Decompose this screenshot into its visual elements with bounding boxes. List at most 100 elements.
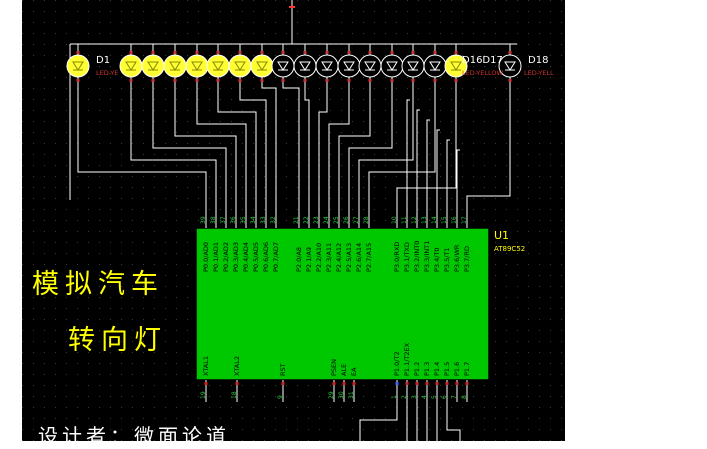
led-pin-marker-bottom — [151, 79, 155, 82]
chip-top-pin-number: 34 — [250, 216, 257, 224]
led-d13 — [358, 51, 382, 82]
led-d11 — [315, 51, 339, 82]
led-body — [423, 54, 447, 78]
led-body — [315, 54, 339, 78]
led-pin-marker-bottom — [368, 79, 372, 82]
chip-bottom-pin-label: P1.5 — [443, 362, 451, 376]
diode-triangle — [234, 61, 246, 71]
diode-triangle — [407, 61, 419, 71]
p3-fan-wire — [456, 149, 460, 206]
led-part-label-d1: LED-YE — [96, 69, 118, 77]
bus-junction — [289, 6, 295, 8]
chip-top-pin-label: P2.2/A10 — [315, 243, 323, 272]
chip-top-pin-label: P3.1/TXD — [403, 242, 411, 272]
led-to-chip-wire — [130, 76, 217, 206]
chip-top-pin-label: P3.3/INT1 — [423, 241, 431, 272]
diode-triangle — [364, 61, 376, 71]
led-d17 — [444, 51, 468, 82]
chip-bottom-pin-marker — [395, 382, 399, 385]
chip-top-pin-label: P2.3/A11 — [325, 243, 333, 272]
chip-top-pin-label: P2.5/A13 — [345, 243, 353, 272]
chip-top-pin-number: 35 — [240, 216, 247, 224]
chip-bottom-pin-marker — [332, 382, 336, 385]
led-to-chip-wire — [239, 76, 267, 206]
chip-top-pin-label: P3.5/T1 — [443, 247, 451, 272]
led-body — [163, 54, 187, 78]
chip-bottom-pin-number: 31 — [348, 391, 355, 399]
chip-bottom-pin-number: 30 — [338, 391, 345, 399]
led-to-chip-wire — [318, 76, 328, 206]
chip-top-pin-number: 39 — [200, 216, 207, 224]
led-pin-marker-top — [195, 51, 199, 54]
led-body — [228, 54, 252, 78]
chip-top-pin-number: 15 — [441, 216, 448, 224]
led-d15 — [401, 51, 425, 82]
led-body — [498, 54, 522, 78]
led-pin-marker-top — [368, 51, 372, 54]
led18-wire — [466, 76, 511, 206]
chip-top-pin-label: P0.4/AD4 — [242, 242, 250, 272]
led-to-chip-wire — [217, 76, 257, 206]
wires — [69, 0, 517, 441]
led-body — [358, 54, 382, 78]
p3-fan-wire — [416, 109, 420, 206]
chip-top-pin-label: P3.7/RD — [463, 246, 471, 272]
led-pin-marker-bottom — [173, 79, 177, 82]
chip-bottom-pin-label: RST — [279, 363, 287, 376]
chip-top-pin-label: P2.1/A9 — [305, 247, 313, 272]
led-body — [271, 54, 295, 78]
chip-bottom-pin-marker — [465, 382, 469, 385]
chip-top-pin-number: 16 — [451, 216, 458, 224]
led-pin-marker-top — [129, 51, 133, 54]
led-pin-marker-bottom — [347, 79, 351, 82]
diode-triangle — [321, 61, 333, 71]
chip-bottom-pin-marker — [425, 382, 429, 385]
led-body — [250, 54, 274, 78]
chip-top-pin-number: 12 — [411, 216, 418, 224]
chip-bottom-pin-marker — [435, 382, 439, 385]
designer-credit: 设计者：微面论道 — [38, 424, 230, 448]
chip-bottom-pin-label: P1.3 — [423, 362, 431, 376]
led-to-chip-wire — [368, 76, 436, 206]
chip-top-pin-number: 33 — [260, 216, 267, 224]
led-pin-marker-bottom — [325, 79, 329, 82]
diode-triangle — [212, 61, 224, 71]
led-to-chip-wire — [338, 76, 371, 206]
led-pin-marker-top — [216, 51, 220, 54]
chip-top-pin-label: P2.6/A14 — [355, 243, 363, 272]
led-pin-marker-bottom — [433, 79, 437, 82]
chip-top-pin-label: P3.0/RXD — [393, 242, 401, 272]
chip-bottom-pin-label: P1.0/T2 — [393, 351, 401, 376]
chip-top-pin-number: 26 — [343, 216, 350, 224]
led-d10 — [293, 51, 317, 82]
chip-top-pin-number: 23 — [313, 216, 320, 224]
led-to-chip-wire — [348, 76, 393, 206]
led-pin-marker-bottom — [260, 79, 264, 82]
led-part-label-d17: LED-YELLOW — [462, 69, 504, 77]
chip-bottom-pin-label: EA — [350, 367, 358, 376]
chip-part-label: AT89C52 — [494, 245, 525, 253]
led-pin-marker-top — [303, 51, 307, 54]
diode-triangle — [125, 61, 137, 71]
chip-top-pin-label: P0.6/AD6 — [262, 242, 270, 272]
led-to-chip-wire — [304, 76, 310, 206]
diode-triangle — [429, 61, 441, 71]
led-pin-marker-bottom — [238, 79, 242, 82]
chip-top-pin-label: P2.4/A12 — [335, 243, 343, 272]
chip-top-pin-number: 24 — [323, 216, 330, 224]
led-pin-marker-top — [173, 51, 177, 54]
chip-bottom-pin-number: 6 — [441, 395, 448, 399]
led-pin-marker-top — [390, 51, 394, 54]
led-d3 — [141, 51, 165, 82]
led-body — [206, 54, 230, 78]
chip-bottom-pin-label: XTAL2 — [233, 356, 241, 376]
led-label-d1: D1 — [96, 55, 110, 66]
led-d9 — [271, 51, 295, 82]
led-to-chip-wire — [174, 76, 237, 206]
title-line1: 模拟汽车 — [32, 269, 164, 300]
p1-wire-left — [359, 402, 398, 441]
led-pin-marker-bottom — [411, 79, 415, 82]
chip-bottom-pin-marker — [405, 382, 409, 385]
chip-bottom-pin-label: P1.4 — [433, 362, 441, 376]
